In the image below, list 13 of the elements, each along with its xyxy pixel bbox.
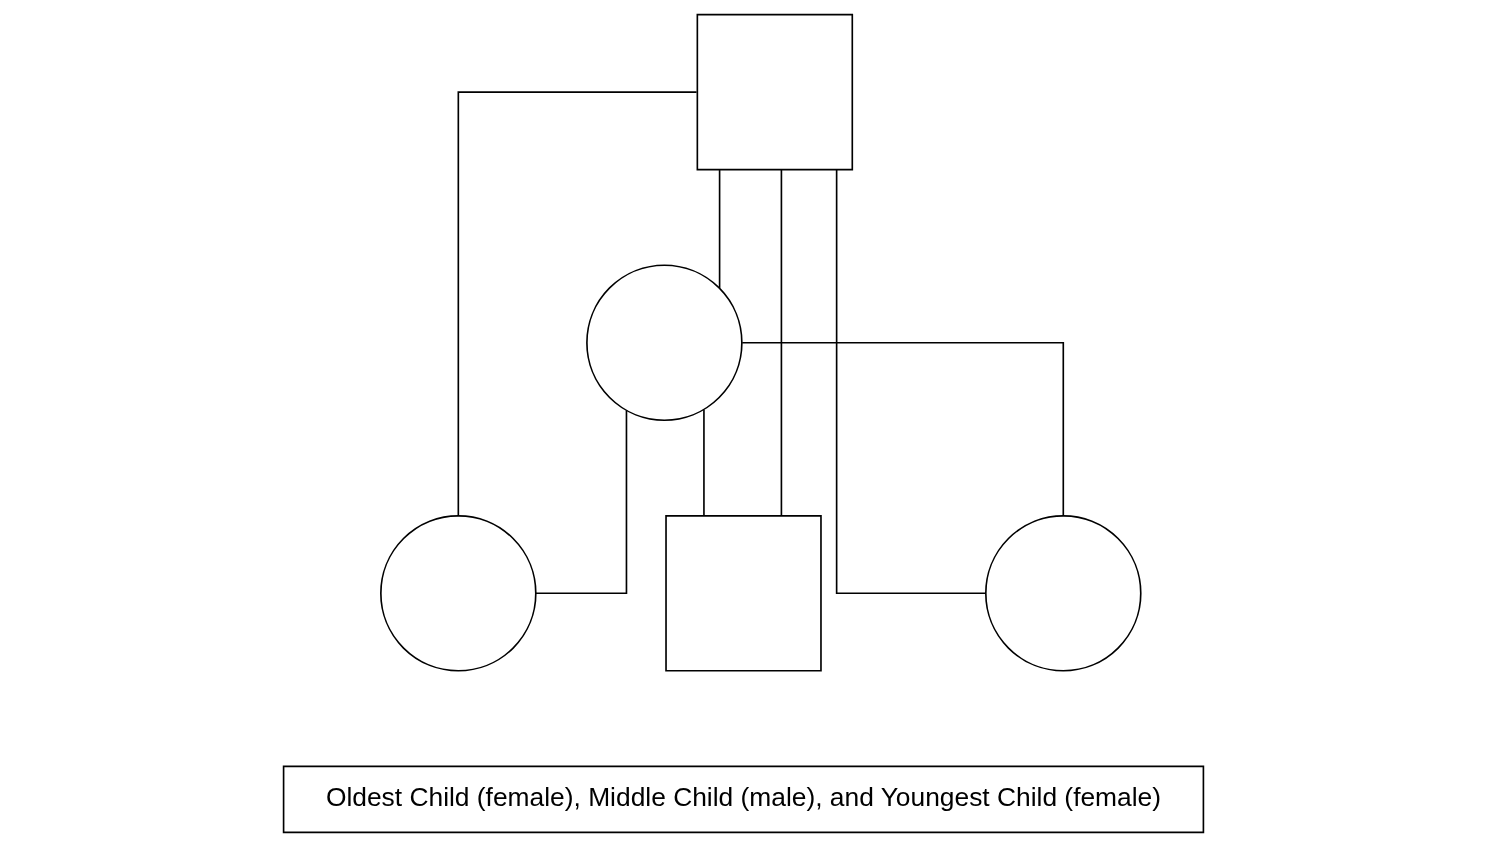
connector: [740, 341, 1064, 517]
connector: [835, 169, 986, 595]
node-circle: [585, 264, 743, 422]
node-box: [696, 13, 853, 171]
node-circle: [984, 515, 1142, 672]
connector: [780, 169, 782, 517]
connector: [534, 409, 627, 595]
node-box: [664, 515, 822, 672]
connector: [718, 169, 720, 289]
connector: [457, 91, 697, 517]
node-circle: [379, 515, 537, 672]
node-box: Oldest Child (female), Middle Child (male), and Youngest Child (female): [282, 765, 1204, 834]
connector: [702, 409, 705, 517]
